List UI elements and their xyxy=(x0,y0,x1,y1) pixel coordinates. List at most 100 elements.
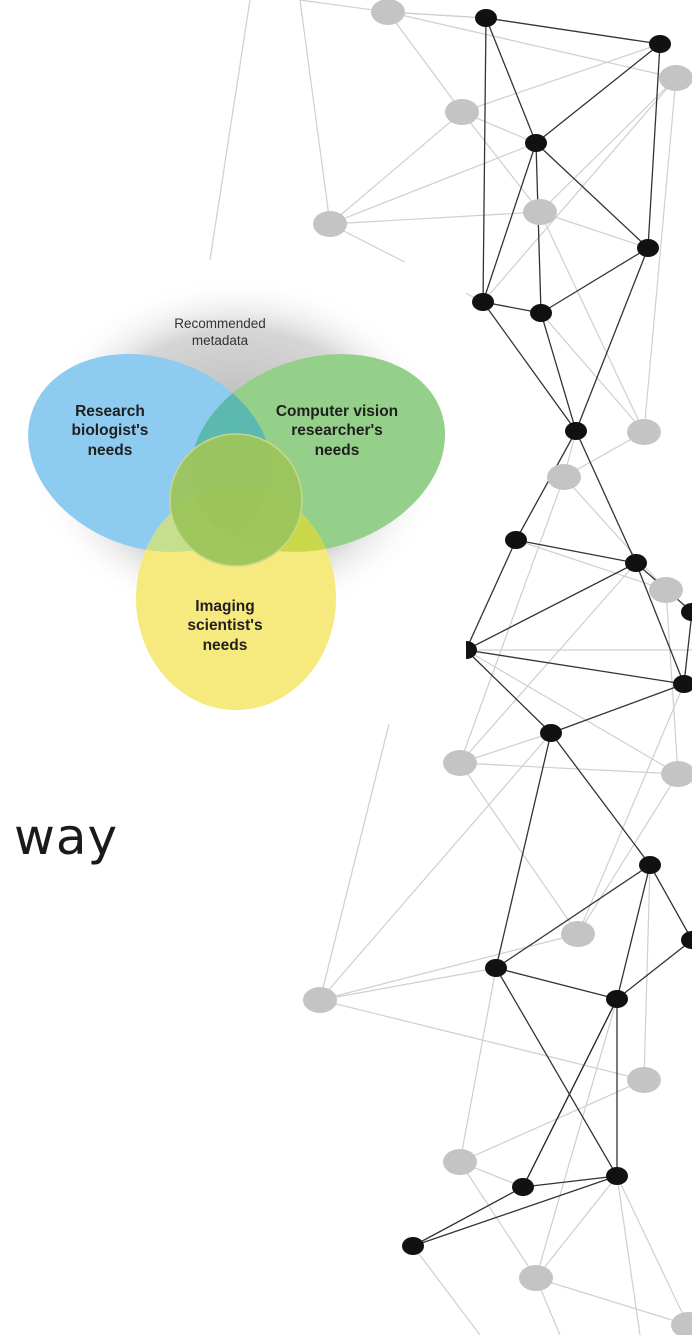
network-edge-light xyxy=(539,77,677,213)
network-node-dark xyxy=(639,856,661,874)
network-edge-dark xyxy=(635,562,685,685)
network-node-light xyxy=(443,1149,477,1175)
network-node-light xyxy=(627,1067,661,1093)
network-edge-light xyxy=(535,1175,618,1279)
network-edge-light xyxy=(209,0,251,261)
network-edge-light xyxy=(540,312,645,433)
network-node-light xyxy=(547,464,581,490)
network-edge-dark xyxy=(465,649,685,685)
network-edge-dark xyxy=(535,43,661,144)
network-edge-light xyxy=(319,732,552,1001)
network-edge-dark xyxy=(522,998,618,1188)
network-node-dark xyxy=(606,1167,628,1185)
network-node-dark xyxy=(681,603,692,621)
network-node-light xyxy=(561,921,595,947)
network-edge-dark xyxy=(616,939,692,1000)
center-circle xyxy=(169,433,303,567)
network-edge-dark xyxy=(540,247,649,314)
network-edge-light xyxy=(459,967,497,1163)
network-edge-light xyxy=(465,649,679,775)
network-node-light xyxy=(659,65,692,91)
network-node-light xyxy=(519,1265,553,1291)
network-edge-dark xyxy=(616,864,651,1000)
network-node-light xyxy=(371,0,405,25)
network-edge-light xyxy=(643,864,651,1081)
network-node-dark xyxy=(475,9,497,27)
network-edge-light xyxy=(535,998,618,1279)
network-edge-dark xyxy=(522,1175,618,1188)
venn-diagram: Recommended metadata Research biologist'… xyxy=(0,262,466,724)
network-node-dark xyxy=(637,239,659,257)
network-node-dark xyxy=(673,675,692,693)
network-edge-light xyxy=(539,211,645,433)
network-node-dark xyxy=(606,990,628,1008)
page-word: way xyxy=(14,808,119,866)
network-edge-light xyxy=(319,719,391,1001)
research-biologist-label: Research biologist's needs xyxy=(71,403,149,459)
network-edge-dark xyxy=(540,312,577,432)
network-edge-dark xyxy=(465,649,552,734)
network-edge-dark xyxy=(485,17,537,144)
network-node-dark xyxy=(530,304,552,322)
network-edge-light xyxy=(563,476,667,591)
network-node-dark xyxy=(681,931,692,949)
computer-vision-label: Computer vision researcher's needs xyxy=(275,403,399,459)
network-edge-dark xyxy=(495,967,618,1000)
network-edge-dark xyxy=(647,43,661,249)
network-edge-dark xyxy=(465,539,517,651)
network-edge-dark xyxy=(683,611,692,685)
network-node-light xyxy=(313,211,347,237)
network-edge-light xyxy=(319,967,497,1001)
imaging-scientist-label: Imaging scientist's needs xyxy=(187,598,263,654)
network-edge-dark xyxy=(485,17,661,45)
network-node-dark xyxy=(485,959,507,977)
network-edge-dark xyxy=(515,539,637,564)
network-edge-light xyxy=(459,762,679,775)
network-edge-light xyxy=(329,142,537,225)
network-edge-dark xyxy=(575,430,637,564)
network-edge-light xyxy=(616,1175,689,1326)
network-edge-dark xyxy=(649,864,692,941)
network-edge-light xyxy=(535,1277,689,1326)
network-node-light xyxy=(523,199,557,225)
network-edge-light xyxy=(539,211,649,249)
network-edge-dark xyxy=(465,562,637,651)
network-edge-light xyxy=(299,0,331,225)
network-edge-dark xyxy=(482,142,537,303)
network-edge-light xyxy=(387,11,677,79)
network-edge-light xyxy=(459,762,579,935)
network-node-light xyxy=(661,761,692,787)
network-node-dark xyxy=(565,422,587,440)
network-edge-light xyxy=(643,77,677,433)
network-edge-light xyxy=(459,476,565,764)
network-node-dark xyxy=(472,293,494,311)
venn-svg xyxy=(28,277,448,710)
network-edge-light xyxy=(482,77,677,303)
network-node-light xyxy=(671,1312,692,1335)
network-edge-light xyxy=(459,1079,645,1163)
network-node-dark xyxy=(525,134,547,152)
network-edge-light xyxy=(616,1175,641,1335)
network-edge-light xyxy=(515,539,667,591)
network-edge-light xyxy=(577,683,685,935)
network-edge-dark xyxy=(535,142,542,314)
network-node-light xyxy=(443,750,477,776)
network-edge-light xyxy=(459,1161,537,1279)
network-edge-dark xyxy=(550,732,651,866)
network-node-light xyxy=(649,577,683,603)
network-edge-dark xyxy=(550,683,685,734)
network-node-dark xyxy=(540,724,562,742)
network-edge-light xyxy=(319,999,645,1081)
network-edge-dark xyxy=(412,1186,524,1247)
network-edge-dark xyxy=(535,142,649,249)
network-edge-light xyxy=(577,773,679,935)
network-edge-light xyxy=(461,43,661,113)
network-edge-dark xyxy=(412,1175,618,1247)
network-node-dark xyxy=(512,1178,534,1196)
network-edge-light xyxy=(412,1245,481,1335)
recommended-metadata-label: Recommended metadata xyxy=(174,316,266,348)
network-node-dark xyxy=(402,1237,424,1255)
network-edge-dark xyxy=(482,301,577,432)
network-edge-dark xyxy=(515,430,577,541)
network-node-light xyxy=(303,987,337,1013)
